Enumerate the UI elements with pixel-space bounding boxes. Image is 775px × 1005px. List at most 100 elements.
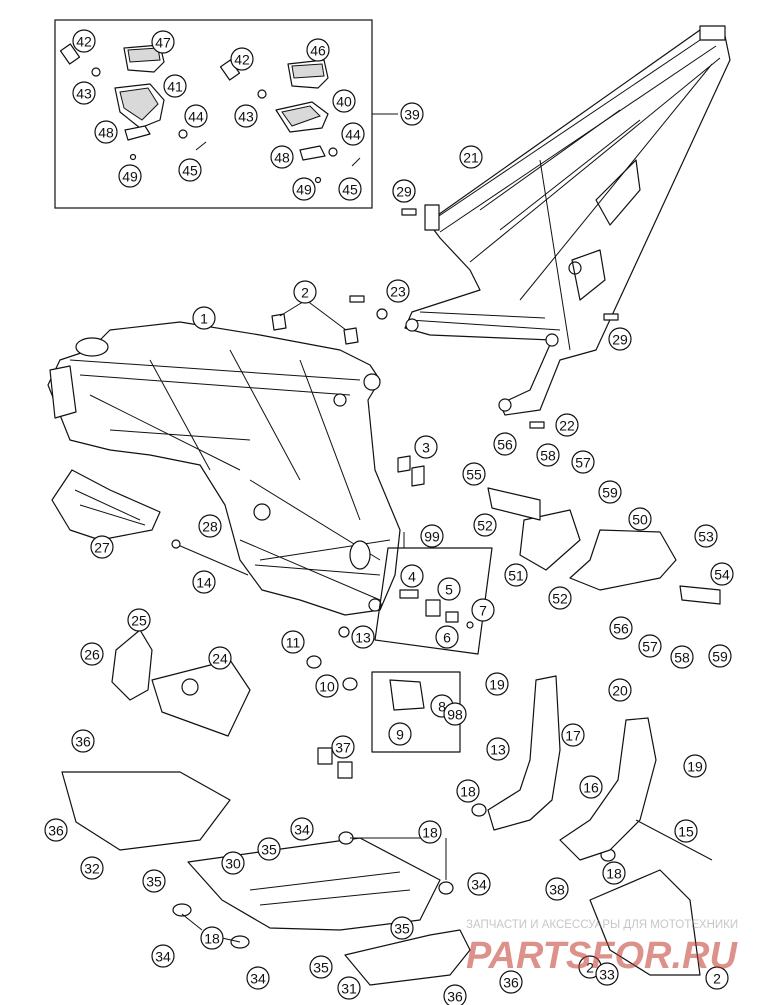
callout-14: 14 — [192, 570, 216, 594]
callout-label: 17 — [565, 728, 581, 744]
callout-label: 56 — [613, 621, 629, 637]
callout-36: 36 — [499, 970, 523, 994]
callout-45: 45 — [178, 158, 202, 182]
callout-label: 55 — [466, 467, 482, 483]
callout-label: 46 — [310, 43, 326, 59]
callout-55: 55 — [462, 462, 486, 486]
callout-label: 34 — [155, 949, 171, 965]
callout-58: 58 — [670, 645, 694, 669]
callout-label: 29 — [396, 184, 412, 200]
callout-label: 45 — [342, 182, 358, 198]
callout-label: 20 — [612, 683, 628, 699]
callout-label: 58 — [674, 650, 690, 666]
callout-35: 35 — [390, 916, 414, 940]
callout-2: 2 — [705, 966, 729, 990]
callout-label: 18 — [422, 825, 438, 841]
callout-2: 2 — [293, 280, 317, 304]
callout-56: 56 — [609, 616, 633, 640]
callout-label: 22 — [559, 418, 575, 434]
callout-label: 40 — [336, 94, 352, 110]
callout-25: 25 — [127, 608, 151, 632]
callout-label: 7 — [479, 603, 487, 619]
callout-33: 33 — [595, 962, 619, 986]
callout-5: 5 — [437, 577, 461, 601]
callout-label: 36 — [447, 989, 463, 1005]
callout-label: 54 — [714, 567, 730, 583]
callout-18: 18 — [456, 779, 480, 803]
watermark: ЗАПЧАСТИ И АКСЕССУАРЫ ДЛЯ МОТОТЕХНИКИ PA… — [466, 919, 738, 977]
callout-label: 23 — [390, 284, 406, 300]
callout-label: 6 — [443, 630, 451, 646]
callout-label: 18 — [460, 784, 476, 800]
callout-35: 35 — [309, 955, 333, 979]
callout-label: 30 — [225, 856, 241, 872]
callout-50: 50 — [628, 507, 652, 531]
callout-label: 34 — [471, 877, 487, 893]
callout-6: 6 — [435, 625, 459, 649]
callout-57: 57 — [571, 450, 595, 474]
callout-34: 34 — [290, 817, 314, 841]
callout-48: 48 — [270, 145, 294, 169]
callout-20: 20 — [608, 678, 632, 702]
callout-label: 34 — [294, 822, 310, 838]
callout-37: 37 — [331, 735, 355, 759]
callout-label: 44 — [345, 127, 361, 143]
callout-18: 18 — [602, 861, 626, 885]
callout-29: 29 — [392, 179, 416, 203]
callout-11: 11 — [281, 630, 305, 654]
callout-label: 35 — [394, 921, 410, 937]
callout-label: 19 — [687, 759, 703, 775]
callout-label: 5 — [445, 582, 453, 598]
callout-34: 34 — [151, 944, 175, 968]
callout-label: 59 — [712, 649, 728, 665]
callout-label: 57 — [575, 455, 591, 471]
watermark-logo: PARTSFOR.RU — [466, 935, 738, 977]
callout-32: 32 — [80, 856, 104, 880]
callout-44: 44 — [184, 104, 208, 128]
callout-36: 36 — [44, 818, 68, 842]
callout-label: 49 — [122, 169, 138, 185]
callout-53: 53 — [694, 524, 718, 548]
callout-24: 24 — [208, 646, 232, 670]
callout-44: 44 — [341, 122, 365, 146]
callout-label: 32 — [84, 861, 100, 877]
callout-label: 1 — [200, 311, 208, 327]
callout-label: 51 — [508, 568, 524, 584]
callout-label: 36 — [503, 975, 519, 991]
callout-54: 54 — [710, 562, 734, 586]
callout-label: 43 — [238, 109, 254, 125]
callout-22: 22 — [555, 413, 579, 437]
callout-30: 30 — [221, 851, 245, 875]
callout-13: 13 — [486, 737, 510, 761]
callout-label: 56 — [497, 437, 513, 453]
callout-label: 44 — [188, 109, 204, 125]
main-frame — [47, 321, 401, 616]
callout-label: 31 — [341, 981, 357, 997]
callout-label: 49 — [296, 182, 312, 198]
callout-26: 26 — [80, 642, 104, 666]
callout-label: 35 — [146, 874, 162, 890]
callout-15: 15 — [674, 819, 698, 843]
footpeg-inset — [54, 19, 398, 209]
callout-47: 47 — [151, 30, 175, 54]
callout-23: 23 — [386, 279, 410, 303]
callout-label: 16 — [583, 780, 599, 796]
callout-label: 99 — [424, 529, 440, 545]
callout-36: 36 — [71, 729, 95, 753]
callout-52: 52 — [548, 586, 572, 610]
callout-45: 45 — [338, 177, 362, 201]
callout-label: 15 — [678, 824, 694, 840]
callout-18: 18 — [200, 926, 224, 950]
callout-label: 4 — [408, 569, 416, 585]
callout-31: 31 — [337, 976, 361, 1000]
watermark-tagline: ЗАПЧАСТИ И АКСЕССУАРЫ ДЛЯ МОТОТЕХНИКИ — [466, 919, 738, 931]
callout-label: 9 — [396, 727, 404, 743]
callout-label: 18 — [606, 866, 622, 882]
callout-label: 52 — [552, 591, 568, 607]
callout-label: 36 — [48, 823, 64, 839]
callout-label: 27 — [94, 540, 110, 556]
callout-98: 98 — [443, 702, 467, 726]
callout-label: 52 — [477, 518, 493, 534]
